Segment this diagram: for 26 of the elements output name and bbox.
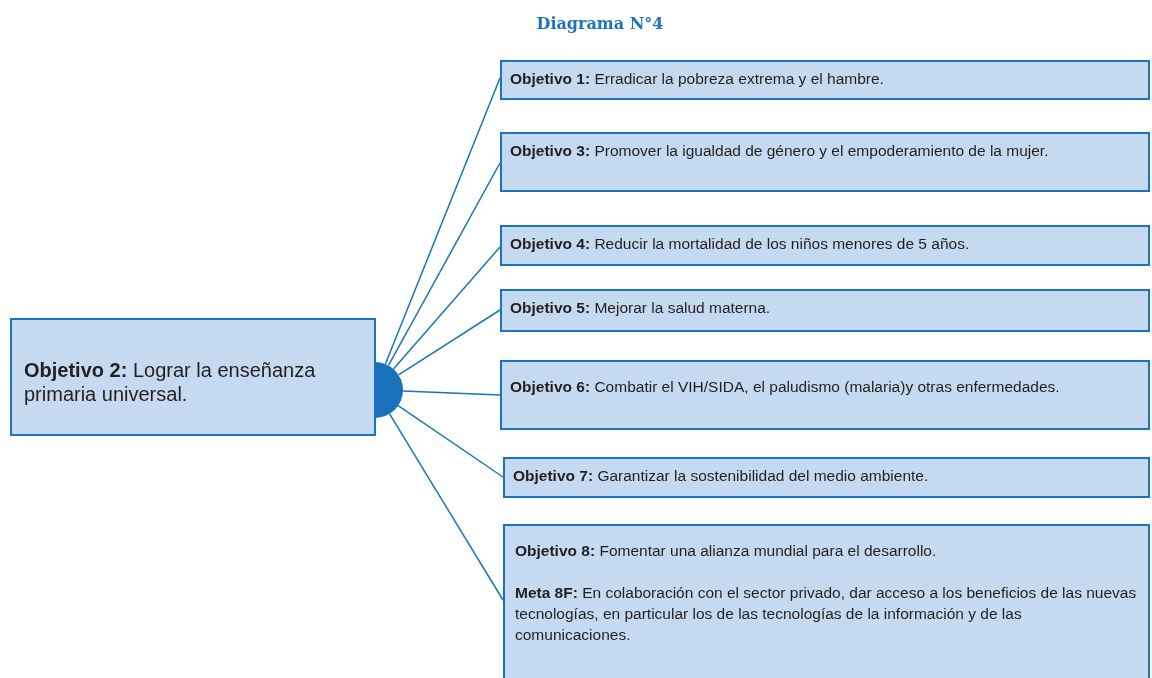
objective-box bbox=[500, 60, 1150, 100]
diagram-title: Diagrama N°4 bbox=[535, 14, 665, 33]
objective-box bbox=[500, 132, 1150, 192]
connector-line bbox=[388, 413, 504, 601]
connector-line bbox=[387, 162, 501, 367]
connector-line bbox=[397, 405, 504, 478]
objective-box bbox=[503, 457, 1150, 498]
objective-text: Objetivo 7: Garantizar la sostenibilidad del medio ambiente. bbox=[513, 466, 930, 486]
objective-text: Objetivo 3: Promover la igualdad de género y el empoderamiento de la mujer. bbox=[510, 141, 1050, 161]
objective-box bbox=[10, 318, 376, 436]
objective-box bbox=[503, 524, 1150, 678]
objective-text: Objetivo 5: Mejorar la salud materna. bbox=[510, 298, 772, 318]
objective-text: Objetivo 8: Fomentar una alianza mundial para el desarrollo. bbox=[515, 541, 938, 561]
goal-text: Meta 8F: En colaboración con el sector privado, dar acceso a los beneficios de las nuevas tecnologías, en particular los de las tecnologías de la información y de las comunicaciones. bbox=[515, 583, 1138, 645]
connector-line bbox=[392, 246, 501, 370]
connector-line bbox=[402, 390, 501, 396]
objective-text: Objetivo 2: Lograr la enseñanza primaria universal. bbox=[24, 358, 317, 406]
semicircle-hub bbox=[375, 362, 403, 418]
objective-text: Objetivo 6: Combatir el VIH/SIDA, el paludismo (malaria)y otras enfermedades. bbox=[510, 377, 1061, 397]
objective-text: Objetivo 4: Reducir la mortalidad de los niños menores de 5 años. bbox=[510, 234, 971, 254]
connector-line bbox=[397, 309, 501, 376]
objective-box bbox=[500, 225, 1150, 266]
connector-line bbox=[384, 77, 501, 365]
objective-box bbox=[500, 360, 1150, 430]
objective-text: Objetivo 1: Erradicar la pobreza extrema y el hambre. bbox=[510, 69, 885, 89]
objective-box bbox=[500, 289, 1150, 332]
